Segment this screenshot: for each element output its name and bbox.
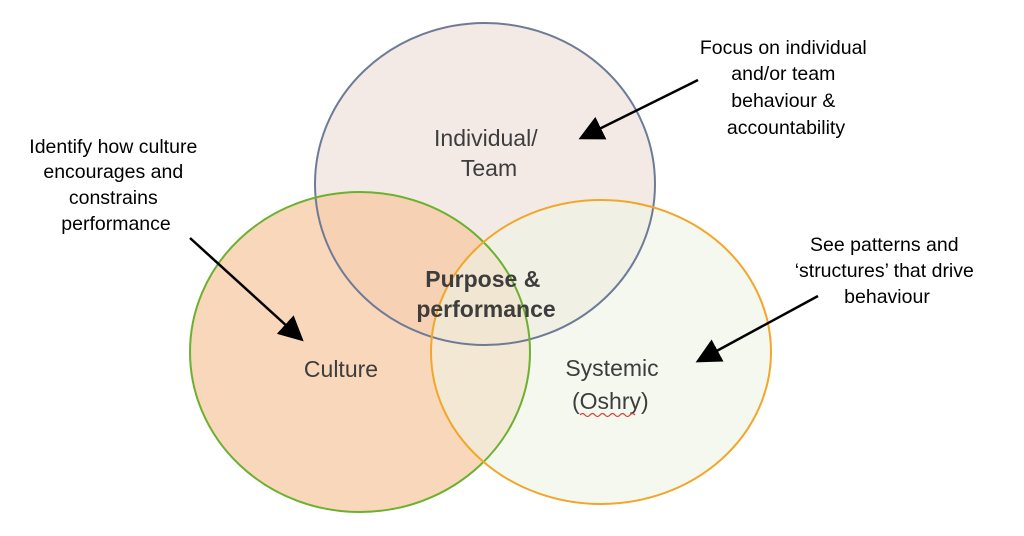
individual-note-line1: Focus on individual	[700, 37, 867, 59]
center-label-line2: performance	[416, 296, 555, 322]
culture-note: Identify how culture encourages and cons…	[29, 136, 202, 235]
systemic-note: See patterns and ‘structures’ that drive…	[795, 234, 980, 308]
arrow-icon	[578, 78, 699, 140]
center-label-line1: Purpose &	[425, 266, 540, 292]
systemic-label-line1: Systemic	[565, 355, 658, 381]
center-label: Purpose & performance	[416, 266, 555, 322]
circle-individual-outline	[314, 22, 656, 346]
systemic-label-line2: (Oshry)	[572, 388, 649, 414]
oshry-word: Oshry	[580, 388, 642, 414]
culture-label: Culture	[304, 356, 378, 382]
individual-note-line4: accountability	[727, 117, 845, 139]
culture-note-line3: constrains	[69, 187, 158, 209]
individual-note: Focus on individual and/or team behaviou…	[700, 37, 872, 139]
individual-team-label: Individual/ Team	[434, 125, 544, 181]
culture-note-line1: Identify how culture	[29, 136, 197, 158]
individual-note-line3: behaviour &	[731, 90, 835, 112]
systemic-label: Systemic	[565, 355, 658, 381]
individual-note-line2: and/or team	[731, 63, 835, 85]
circle-systemic-outline	[430, 199, 772, 505]
systemic-note-line3: behaviour	[844, 286, 930, 308]
systemic-note-line2: ‘structures’ that drive	[795, 260, 974, 282]
systemic-note-line1: See patterns and	[810, 234, 959, 256]
systemic-open-paren: (	[572, 388, 580, 414]
systemic-close-paren: )	[641, 388, 649, 414]
individual-label-line2: Team	[461, 155, 517, 181]
circle-culture	[190, 192, 530, 512]
culture-note-line4: performance	[61, 213, 170, 235]
spellcheck-underline	[579, 412, 636, 418]
culture-note-line2: encourages and	[43, 161, 183, 183]
circle-culture-outline	[189, 191, 531, 513]
arrow-icon	[189, 237, 304, 342]
individual-label-line1: Individual/	[434, 125, 538, 151]
circle-systemic	[431, 200, 771, 504]
arrow-icon	[695, 294, 819, 363]
